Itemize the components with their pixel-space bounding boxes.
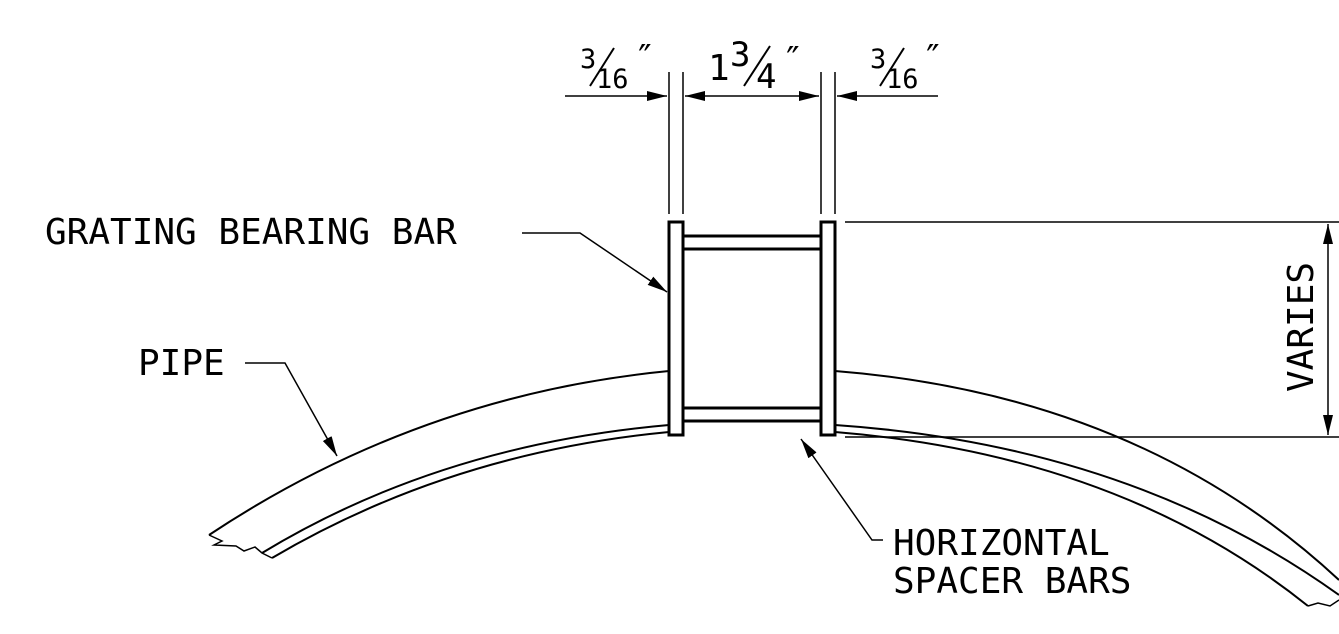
leader-line <box>522 232 668 293</box>
dimension-label-right-thickness: 3 16 ″ <box>870 38 944 95</box>
grating-bearing-bar-label: GRATING BEARING BAR <box>45 212 457 253</box>
grating-bearing-bar-right <box>819 220 837 437</box>
pipe-label: PIPE <box>138 343 225 384</box>
pipe-inner-edge-left-1 <box>261 424 670 554</box>
fraction-numerator: 3 <box>730 35 750 75</box>
varies-dimension: VARIES <box>845 221 1339 438</box>
varies-label: VARIES <box>1281 262 1322 392</box>
callout-pipe: PIPE <box>138 343 338 457</box>
pipe-inner-edge-right-1 <box>834 424 1339 596</box>
inch-mark: ″ <box>634 38 656 79</box>
pipe <box>208 370 1339 607</box>
fraction-slash <box>879 47 905 87</box>
fraction-denominator: 4 <box>756 57 776 97</box>
fraction-slash <box>589 47 615 87</box>
fraction-slash <box>743 45 771 87</box>
pipe-outer-edge-right <box>834 370 1339 581</box>
leader-line <box>800 438 883 541</box>
fraction-numerator: 3 <box>580 44 596 75</box>
fraction-numerator: 3 <box>870 44 886 75</box>
callout-horizontal-spacer-bars: HORIZONTAL SPACER BARS <box>800 438 1131 602</box>
pipe-break-line-left <box>208 534 273 559</box>
pipe-break-line-right <box>1307 599 1339 607</box>
dimension-label-left-thickness: 3 16 ″ <box>580 38 656 95</box>
top-dimensions: 3 16 ″ 1 3 4 ″ 3 16 ″ <box>565 35 944 214</box>
grating-section <box>667 220 837 437</box>
inch-mark: ″ <box>782 40 804 81</box>
grating-bearing-bar-left <box>667 220 685 437</box>
fraction-denominator: 16 <box>596 64 629 95</box>
horizontal-spacer-bars-label-line2: SPACER BARS <box>893 561 1131 602</box>
inch-mark: ″ <box>922 38 944 79</box>
whole-number: 1 <box>708 48 730 89</box>
leader-line <box>245 362 338 457</box>
pipe-inner-edge-left-2 <box>271 431 670 559</box>
pipe-outer-edge-left <box>208 370 670 536</box>
horizontal-spacer-bars-label-line1: HORIZONTAL <box>893 523 1110 564</box>
callout-grating-bearing-bar: GRATING BEARING BAR <box>45 212 668 293</box>
fraction-denominator: 16 <box>886 64 919 95</box>
dimension-label-opening: 1 3 4 ″ <box>708 35 804 97</box>
pipe-inner-edge-right-2 <box>834 431 1309 607</box>
